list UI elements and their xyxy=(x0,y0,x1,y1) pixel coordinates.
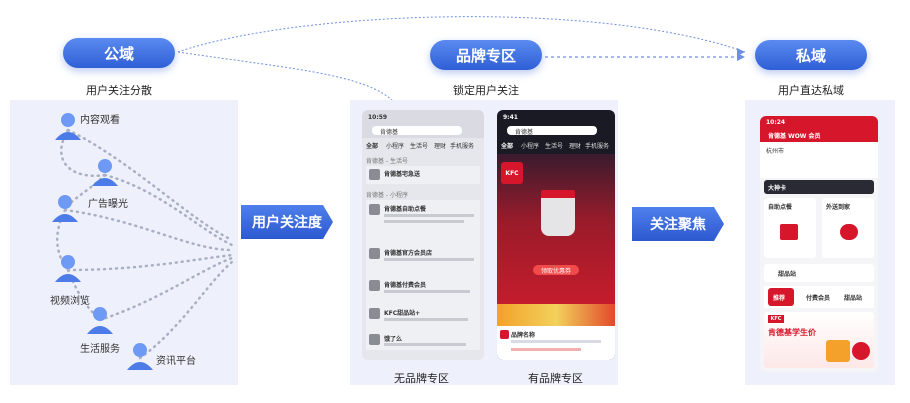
person-icon-2 xyxy=(92,159,118,186)
phone3-card-dark[interactable]: 大神卡 xyxy=(764,180,874,194)
attention-arrow-label: 用户关注度 xyxy=(252,215,322,231)
phone1-list-icons xyxy=(369,169,380,345)
phone2-search-bar[interactable]: 肯德基 xyxy=(507,126,597,136)
phone1-tab-4[interactable]: 手机服务 xyxy=(450,143,475,150)
caption-no-brand: 无品牌专区 xyxy=(394,372,449,385)
phone1-search-bar[interactable]: 肯德基 xyxy=(372,126,462,136)
phone3-tab-0[interactable]: 推荐 xyxy=(768,288,794,306)
public-panel: 内容观看 广告曝光 视频浏览 生活服务 资讯平台 xyxy=(10,100,238,385)
phone1-item-1[interactable]: 肯德基自助点餐 xyxy=(384,206,427,213)
phone1-tab-2[interactable]: 生活号 xyxy=(410,143,429,150)
phone2-brand-name: 品牌名称 xyxy=(511,332,536,339)
phone2-tab-3[interactable]: 理财 xyxy=(569,143,582,150)
stage-brand-pill: 品牌专区 xyxy=(430,40,542,70)
phone2-time: 9:41 xyxy=(503,114,518,121)
caption-with-brand: 有品牌专区 xyxy=(528,372,583,385)
store-icon xyxy=(780,224,798,240)
phone1-tab-0[interactable]: 全部 xyxy=(366,143,379,150)
phone1-tab-1[interactable]: 小程序 xyxy=(386,143,405,150)
phone3-promo-text: 肯德基学生价 xyxy=(768,328,816,337)
person-icon-5 xyxy=(87,307,113,334)
phone2-search-text: 肯德基 xyxy=(515,129,534,136)
person-icon-4 xyxy=(55,255,81,282)
stage-private-subtitle: 用户直达私域 xyxy=(778,84,844,97)
phone3-tile-1[interactable]: 自助点餐 xyxy=(764,198,816,258)
person-icon-3 xyxy=(52,195,78,222)
phone2-kfc-bucket xyxy=(541,190,575,236)
node-label-video: 视频浏览 xyxy=(50,296,90,307)
phone3-time: 10:24 xyxy=(766,119,786,126)
person-icon-6 xyxy=(127,343,153,370)
stage-private-title: 私域 xyxy=(795,46,826,65)
stage-brand-subtitle: 锁定用户关注 xyxy=(453,84,519,97)
phone1-item-2[interactable]: 肯德基官方会员店 xyxy=(384,250,433,257)
focus-arrow-label: 关注聚焦 xyxy=(650,217,706,233)
focus-arrow: 关注聚焦 xyxy=(632,207,724,241)
phone2-tab-1[interactable]: 小程序 xyxy=(521,143,540,150)
attention-arrow: 用户关注度 xyxy=(241,205,333,239)
phone3-tile3-title: 大神卡 xyxy=(768,185,787,192)
delivery-icon xyxy=(840,224,858,240)
phone-no-brand: 10:59 肯德基 全部 小程序 生活号 理财 手机服务 肯德基 - 生活号 肯… xyxy=(362,110,484,360)
phone2-kfc-text: KFC xyxy=(505,169,519,177)
stage-public-pill: 公域 xyxy=(63,38,175,68)
phone2-food-image xyxy=(497,304,615,326)
phone3-title: 肯德基 WOW 会员 xyxy=(768,133,821,140)
phone3-section: 甜品站 xyxy=(778,271,797,278)
phone1-search-text: 肯德基 xyxy=(380,129,399,136)
node-label-life: 生活服务 xyxy=(80,344,120,355)
phone1-section-2: 肯德基 - 小程序 xyxy=(366,192,408,199)
phone2-tab-2[interactable]: 生活号 xyxy=(545,143,564,150)
phone-private: 10:24 肯德基 WOW 会员 杭州市 大神卡 自助点餐 外送到家 甜品站 推… xyxy=(760,116,878,372)
person-icon-1 xyxy=(55,113,81,140)
phone2-tab-4[interactable]: 手机服务 xyxy=(585,143,610,150)
phone3-tile2-title: 外送到家 xyxy=(826,204,851,211)
public-network xyxy=(52,113,234,370)
phone1-time: 10:59 xyxy=(368,114,388,121)
node-label-content: 内容观看 xyxy=(80,115,120,126)
phone2-cta-text: 领取优惠券 xyxy=(540,267,571,275)
phone2-brand-card[interactable]: 品牌名称 xyxy=(497,326,615,360)
stage-public-title: 公域 xyxy=(103,44,134,63)
phone1-item-0[interactable]: 肯德基宅急送 xyxy=(384,171,421,178)
phone3-tab-1[interactable]: 付费会员 xyxy=(806,295,831,302)
phone3-kfc-logo: KFC xyxy=(768,315,784,323)
phone1-section-1: 肯德基 - 生活号 xyxy=(366,158,408,165)
phone3-tile-2[interactable]: 外送到家 xyxy=(822,198,874,258)
node-label-ads: 广告曝光 xyxy=(88,199,128,210)
phone1-item-3[interactable]: 肯德基付费会员 xyxy=(384,282,427,289)
stage-brand-title: 品牌专区 xyxy=(455,46,516,65)
phone1-tab-3[interactable]: 理财 xyxy=(434,143,447,150)
phone2-kfc-logo: KFC xyxy=(501,162,523,184)
phone3-tab-2[interactable]: 甜品站 xyxy=(844,295,863,302)
phone3-tile1-title: 自助点餐 xyxy=(768,204,793,211)
phone1-item-5[interactable]: 饿了么 xyxy=(384,336,403,343)
phone3-city: 杭州市 xyxy=(766,148,785,155)
phone1-item-4[interactable]: KFC甜品站+ xyxy=(384,310,421,317)
phone3-promo-banner[interactable]: KFC 肯德基学生价 xyxy=(764,312,874,368)
stage-public-subtitle: 用户关注分散 xyxy=(86,84,152,97)
phone2-tab-0[interactable]: 全部 xyxy=(501,143,514,150)
stage-private-pill: 私域 xyxy=(755,40,867,70)
phone-with-brand: 9:41 肯德基 全部 小程序 生活号 理财 手机服务 KFC 领取优惠券 品牌… xyxy=(497,110,615,360)
phone2-cta-button[interactable]: 领取优惠券 xyxy=(533,265,579,275)
node-label-news: 资讯平台 xyxy=(156,356,196,367)
